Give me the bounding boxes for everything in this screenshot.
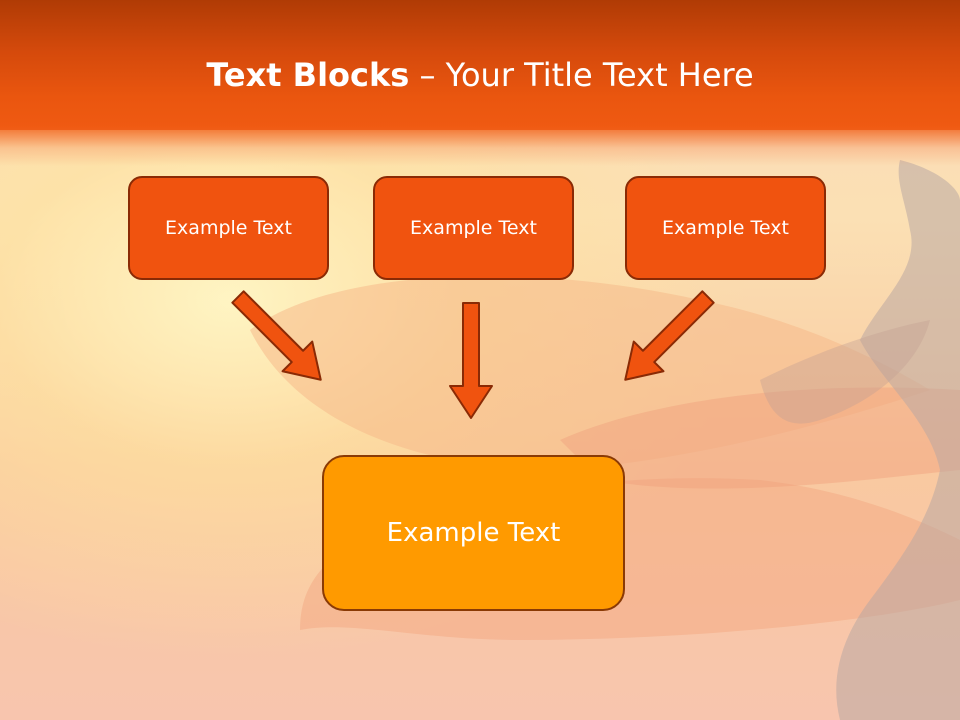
text-block-right[interactable]: Example Text xyxy=(625,176,826,280)
text-block-middle-label: Example Text xyxy=(410,217,537,239)
text-block-right-label: Example Text xyxy=(662,217,789,239)
background-flower-shadow xyxy=(760,320,930,424)
background-flower-shadow xyxy=(836,160,960,720)
title-bar-fade xyxy=(0,126,960,166)
text-block-bottom[interactable]: Example Text xyxy=(322,455,625,611)
slide-title: Text Blocks – Your Title Text Here xyxy=(0,55,960,95)
background-petal xyxy=(250,276,930,470)
text-block-left-label: Example Text xyxy=(165,217,292,239)
title-bar xyxy=(0,0,960,130)
background-petal xyxy=(560,387,960,489)
text-block-bottom-label: Example Text xyxy=(386,518,561,548)
text-block-middle[interactable]: Example Text xyxy=(373,176,574,280)
slide-title-rest: – Your Title Text Here xyxy=(409,56,754,94)
text-block-left[interactable]: Example Text xyxy=(128,176,329,280)
slide-title-bold: Text Blocks xyxy=(206,56,410,94)
